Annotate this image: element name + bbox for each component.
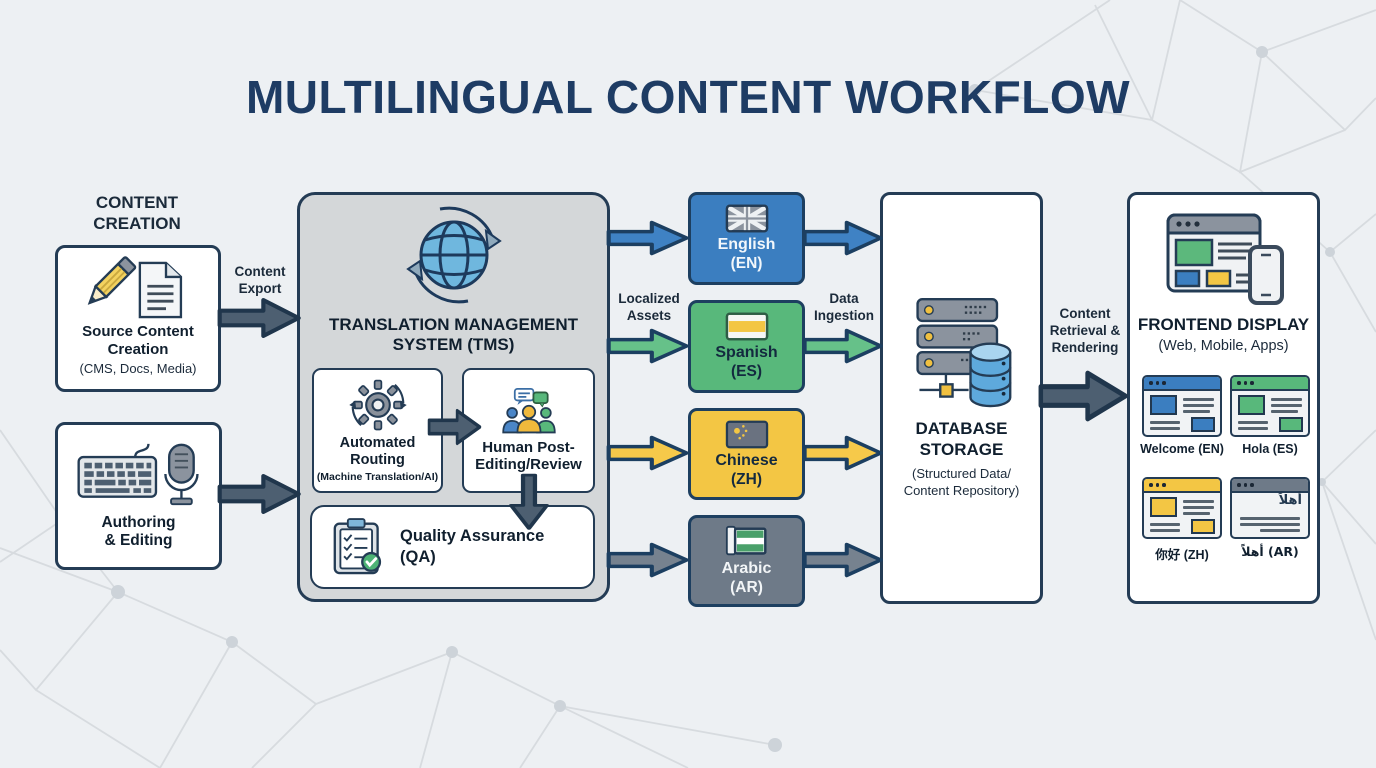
chinese-to-db-arrow [802, 434, 884, 472]
localized-assets-label: Localized Assets [618, 291, 680, 323]
spanish-box: Spanish (ES) [688, 300, 805, 393]
database-cylinder-icon [968, 342, 1011, 408]
browser-titlebar [1232, 479, 1308, 493]
spanish-to-db-arrow [802, 327, 884, 365]
china-flag-icon [725, 420, 768, 449]
browser-window-icon [1166, 213, 1262, 293]
content-export-label: Content Export [234, 264, 286, 296]
frontend-title: FRONTEND DISPLAY [1137, 315, 1310, 334]
authoring-export-arrow [217, 472, 302, 516]
english-code: (EN) [730, 255, 763, 273]
pencil-document-icon [87, 256, 183, 319]
routing-to-review-arrow [427, 407, 482, 447]
automated-routing-box: Automated Routing (Machine Translation/A… [312, 368, 443, 493]
human-review-title: Human Post- Editing/Review [475, 438, 582, 473]
browser-phone-icon [1166, 213, 1284, 305]
human-review-box: Human Post- Editing/Review [462, 368, 595, 493]
automated-routing-subtitle: (Machine Translation/AI) [316, 471, 439, 484]
spanish-code: (ES) [731, 363, 762, 381]
arabic-flag-icon [725, 525, 766, 555]
preview-label-ar: أهلاً (AR) [1241, 544, 1299, 559]
preview-label-en: Welcome (EN) [1140, 442, 1224, 456]
microphone-icon [163, 443, 199, 505]
browser-preview-ar: أهلاً [1230, 477, 1310, 539]
chinese-label: Chinese [715, 451, 778, 469]
spanish-label: Spanish [715, 344, 778, 362]
review-to-qa-arrow [506, 473, 552, 530]
arabic-greeting-text: أهلاً [1278, 493, 1302, 508]
english-to-db-arrow [802, 219, 884, 257]
globe-sync-icon [406, 206, 502, 304]
preview-slot-es: Hola (ES) [1226, 375, 1314, 456]
cable-icon [133, 443, 150, 458]
smartphone-icon [1248, 245, 1284, 305]
content-retrieval-label: Content Retrieval & Rendering [1049, 306, 1121, 355]
tms-to-english-arrow [606, 219, 690, 257]
browser-titlebar [1144, 377, 1220, 391]
preview-slot-en: Welcome (EN) [1138, 375, 1226, 456]
preview-slot-zh: 你好 (ZH) [1138, 477, 1226, 563]
content-export-arrow [217, 296, 302, 340]
data-ingestion-label: Data Ingestion [814, 291, 874, 323]
tms-to-arabic-arrow [606, 541, 690, 579]
db-to-frontend-arrow [1038, 368, 1129, 424]
chinese-code: (ZH) [731, 470, 762, 488]
quality-assurance-box: Quality Assurance (QA) [310, 505, 595, 589]
qa-title: Quality Assurance (QA) [400, 527, 545, 566]
uk-flag-icon [725, 204, 768, 233]
clipboard-check-icon [333, 518, 382, 575]
server-stack-icon [915, 298, 1011, 408]
arabic-to-db-arrow [802, 541, 884, 579]
frontend-box: FRONTEND DISPLAY (Web, Mobile, Apps) Wel… [1127, 192, 1320, 604]
pencil-icon [87, 256, 137, 305]
source-box-title: Source Content Creation [82, 323, 194, 358]
browser-titlebar [1144, 479, 1220, 493]
arabic-code: (AR) [730, 578, 763, 596]
database-subtitle: (Structured Data/ Content Repository) [903, 466, 1020, 498]
page-title: MULTILINGUAL CONTENT WORKFLOW [245, 71, 1131, 123]
browser-preview-es [1230, 375, 1310, 437]
tms-to-chinese-arrow [606, 434, 690, 472]
english-label: English [717, 236, 776, 254]
tms-to-spanish-arrow [606, 327, 690, 365]
frontend-subtitle: (Web, Mobile, Apps) [1158, 338, 1289, 354]
content-creation-heading: CONTENT CREATION [93, 193, 181, 233]
arabic-box: Arabic (AR) [688, 515, 805, 607]
keyboard-microphone-icon [76, 443, 199, 505]
preview-label-es: Hola (ES) [1242, 442, 1298, 456]
preview-label-zh: 你好 (ZH) [1155, 548, 1209, 562]
source-box-subtitle: (CMS, Docs, Media) [79, 361, 197, 377]
people-chat-icon [501, 387, 556, 434]
english-box: English (EN) [688, 192, 805, 285]
tms-title: TRANSLATION MANAGEMENT SYSTEM (TMS) [329, 315, 578, 355]
browser-preview-en [1142, 375, 1222, 437]
preview-slot-ar: أهلاً أهلاً (AR) [1226, 477, 1314, 559]
browser-preview-zh [1142, 477, 1222, 539]
chat-bubble-icon [532, 391, 549, 404]
chinese-box: Chinese (ZH) [688, 408, 805, 500]
arabic-label: Arabic [721, 559, 772, 577]
gear-sync-icon [348, 379, 407, 431]
source-content-box: Source Content Creation (CMS, Docs, Medi… [55, 245, 221, 392]
spain-flag-icon [725, 312, 768, 341]
database-box: DATABASE STORAGE (Structured Data/ Conte… [880, 192, 1043, 604]
authoring-box: Authoring & Editing [55, 422, 222, 570]
browser-titlebar [1232, 377, 1308, 391]
database-title: DATABASE STORAGE [915, 419, 1008, 459]
automated-routing-title: Automated Routing [339, 434, 416, 468]
authoring-box-title: Authoring & Editing [101, 513, 176, 549]
chat-bubble-icon [513, 387, 534, 402]
